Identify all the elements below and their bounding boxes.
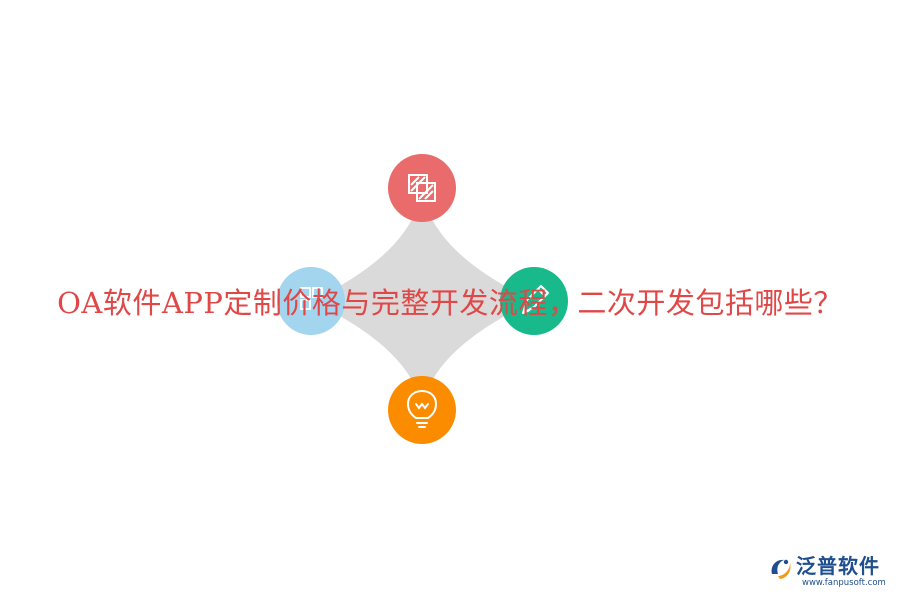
node-left (277, 267, 345, 335)
node-right (500, 267, 568, 335)
pencil-icon (522, 285, 549, 314)
hatched-squares-icon (408, 174, 436, 202)
page-title: OA软件APP定制价格与完整开发流程，二次开发包括哪些？ (57, 286, 843, 320)
star-shape (311, 188, 534, 410)
watermark-logo: 泛普软件 www.fanpusoft.com (766, 554, 892, 590)
node-bottom (388, 376, 456, 444)
grid-icon (300, 287, 323, 310)
node-top (388, 154, 456, 222)
logo-mark-icon (771, 559, 791, 579)
lightbulb-icon (406, 389, 438, 428)
logo-name: 泛普软件 (796, 554, 880, 578)
logo-url: www.fanpusoft.com (802, 578, 886, 588)
